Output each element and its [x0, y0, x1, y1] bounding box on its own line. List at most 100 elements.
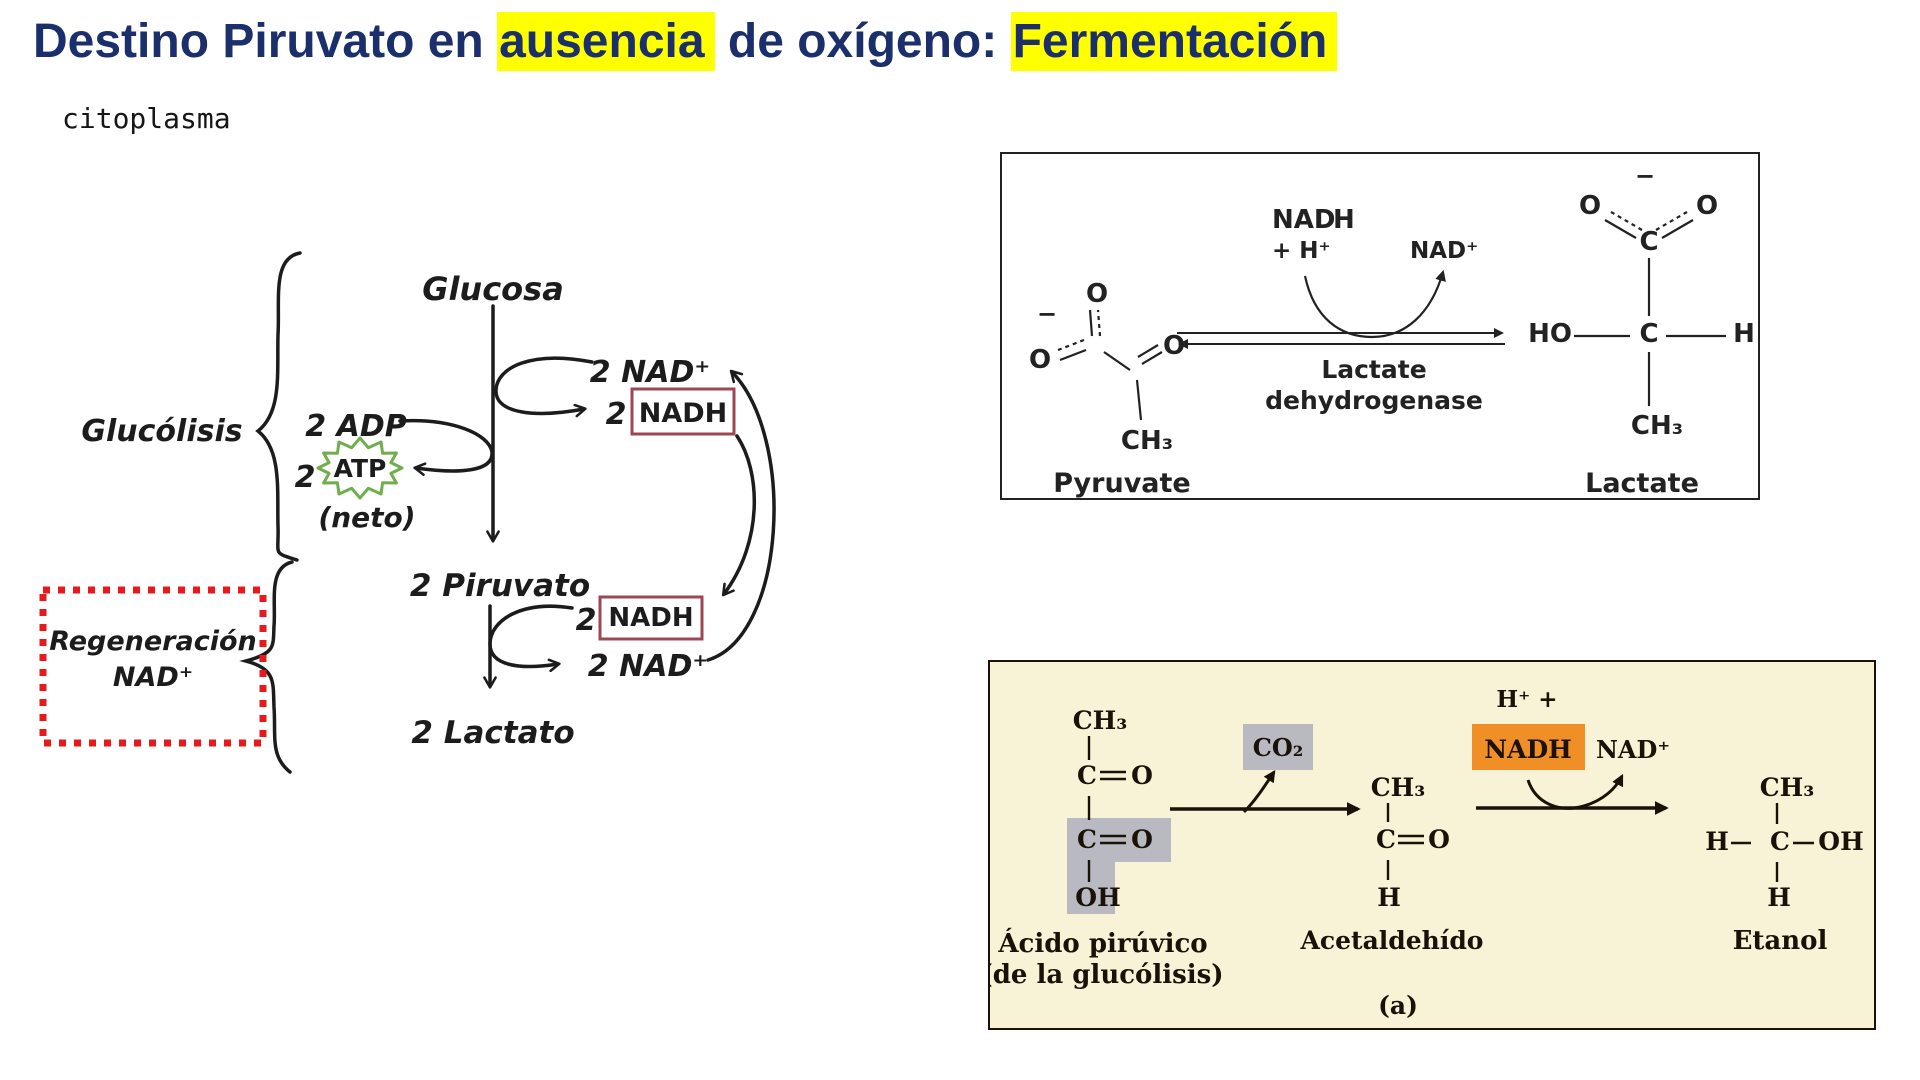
- bond: [1088, 309, 1094, 337]
- nadh-cofactor-nad: NAD: [1272, 205, 1335, 235]
- page-title: Destino Piruvato en ausencia de oxígeno:…: [33, 12, 1338, 71]
- lactate-ch3: CH₃: [1631, 411, 1683, 441]
- bond: [1103, 351, 1131, 371]
- pyruvic-o2: O: [1131, 825, 1153, 854]
- acetaldehyde-c: C: [1376, 825, 1396, 854]
- glucosa-label: Glucosa: [422, 270, 564, 308]
- lactate-ho: HO: [1528, 319, 1572, 349]
- pyruvate-o-keto: O: [1163, 331, 1185, 361]
- lactato-label: 2 Lactato: [411, 715, 574, 751]
- ethanol-ch3: CH₃: [1760, 773, 1814, 802]
- pyruvate-name-label: Pyruvate: [1053, 468, 1190, 498]
- ethanol-oh: OH: [1818, 827, 1863, 856]
- piruvato-label: 2 Piruvato: [410, 568, 590, 604]
- glycolysis-diagram: Glucólisis Glucosa 2 NAD⁺ 2 NADH 2 ADP 2…: [39, 251, 776, 774]
- lactate-name-label: Lactate: [1585, 468, 1699, 498]
- pyruvate-o-top: O: [1086, 279, 1108, 309]
- bond: [1610, 211, 1643, 231]
- nad-in-nadh-out-curve: [494, 356, 594, 418]
- acetaldehyde-h: H: [1377, 883, 1401, 912]
- title-text-pre: Destino Piruvato en: [33, 15, 498, 68]
- glycolysis-brace-label: Glucólisis: [81, 414, 242, 449]
- pyruvic-o1: O: [1131, 761, 1153, 790]
- nadh-recycle-arc: [721, 434, 756, 597]
- gray-highlight-keto: [1067, 818, 1171, 862]
- bond: [1096, 309, 1102, 337]
- pyruvate-minus: −: [1037, 300, 1057, 328]
- nadh-in-nad-out-curve: [488, 604, 574, 673]
- lactate-reaction-figure: − O O O CH₃ Pyruvate NAD H + H⁺ NAD⁺ Lac…: [1029, 162, 1755, 498]
- adp-in-atp-out-curve: [398, 418, 494, 476]
- bond: [1655, 211, 1688, 231]
- nadh-box-bottom: [598, 595, 704, 641]
- lactate-c-center: C: [1639, 319, 1658, 349]
- lactate-c-carboxyl: C: [1639, 227, 1658, 257]
- acetaldehyde-name-label: Acetaldehído: [1300, 926, 1484, 955]
- nad-return-arc: [706, 369, 776, 662]
- title-highlight-ausencia: ausencia: [497, 12, 715, 71]
- bond: [1604, 219, 1637, 239]
- atp-net-label: (neto): [318, 501, 415, 534]
- nadh-out-count: 2: [606, 397, 627, 432]
- nadh-cup-arrow: [1526, 773, 1624, 810]
- pyruvic-c2: C: [1077, 825, 1097, 854]
- atp-starburst: [316, 436, 404, 500]
- pyruvate-o-left: O: [1029, 345, 1051, 375]
- atp-out-label: ATP: [334, 454, 387, 483]
- nadh-in-count: 2: [576, 603, 597, 638]
- title-highlight-fermentacion: Fermentación: [1010, 12, 1338, 71]
- pyruvic-oh: OH: [1075, 883, 1120, 912]
- enzyme-label-line1: Lactate: [1321, 355, 1426, 384]
- regeneration-brace: [239, 560, 294, 774]
- nad-label: NAD⁺: [1596, 735, 1670, 764]
- cytoplasm-label: citoplasma: [62, 102, 231, 135]
- bond: [1135, 379, 1143, 421]
- lactate-reaction-panel: − O O O CH₃ Pyruvate NAD H + H⁺ NAD⁺ Lac…: [1000, 152, 1760, 500]
- gray-highlight-co2: [1243, 724, 1313, 770]
- regeneration-dotted-box: [39, 586, 267, 747]
- bond: [1661, 219, 1694, 239]
- ethanol-fermentation-figure: CH₃ C O C O OH Ácido pirúvico (de la glu…: [990, 686, 1864, 1020]
- plus-h-label: + H⁺: [1272, 238, 1331, 264]
- gray-highlight-oh: [1067, 862, 1115, 914]
- pyruvate-ch3: CH₃: [1121, 426, 1173, 456]
- bond: [1137, 344, 1159, 358]
- pyruvic-ch3: CH₃: [1073, 706, 1127, 735]
- acetaldehyde-o: O: [1428, 825, 1450, 854]
- pyruvic-name-line2: (de la glucólisis): [990, 960, 1224, 990]
- glycolysis-brace: [255, 251, 302, 562]
- panel-tag-label: (a): [1378, 991, 1418, 1020]
- ethanol-fermentation-panel: CH₃ C O C O OH Ácido pirúvico (de la glu…: [988, 660, 1876, 1030]
- title-text-mid: de oxígeno:: [714, 15, 1011, 68]
- ethanol-h-bottom: H: [1767, 883, 1791, 912]
- enzyme-label-line2: dehydrogenase: [1265, 386, 1483, 415]
- lactate-o-right: O: [1696, 191, 1718, 221]
- bond: [1059, 348, 1087, 362]
- lactate-o-left: O: [1579, 191, 1601, 221]
- lactate-minus: −: [1635, 162, 1655, 190]
- orange-highlight-nadh: [1472, 724, 1585, 770]
- nad-plus-label: NAD⁺: [1410, 238, 1478, 264]
- regeneration-label-line2: NAD⁺: [113, 662, 193, 693]
- nad-in-label: 2 NAD⁺: [590, 355, 710, 390]
- pyruvic-name-line1: Ácido pirúvico: [997, 927, 1207, 959]
- bond: [1057, 338, 1085, 352]
- ethanol-h-left: H: [1705, 827, 1729, 856]
- nadh-out-label: NADH: [639, 398, 728, 429]
- bond: [1141, 351, 1163, 365]
- atp-out-count: 2: [295, 460, 316, 495]
- nadh-box-top: [630, 387, 736, 436]
- nadh-label: NADH: [1484, 735, 1572, 764]
- adp-in-label: 2 ADP: [305, 409, 406, 444]
- co2-label: CO₂: [1253, 733, 1304, 762]
- h-plus-label: H⁺ +: [1496, 686, 1557, 713]
- nad-out-label: 2 NAD⁺: [588, 649, 708, 684]
- ethanol-name-label: Etanol: [1733, 926, 1828, 956]
- co2-release-arrow: [1242, 770, 1276, 814]
- regeneration-label-line1: Regeneración: [49, 626, 257, 657]
- cofactor-cup-arrow: [1303, 269, 1446, 339]
- ethanol-c: C: [1770, 827, 1790, 856]
- acetaldehyde-ch3: CH₃: [1371, 773, 1425, 802]
- lactate-h: H: [1733, 319, 1755, 349]
